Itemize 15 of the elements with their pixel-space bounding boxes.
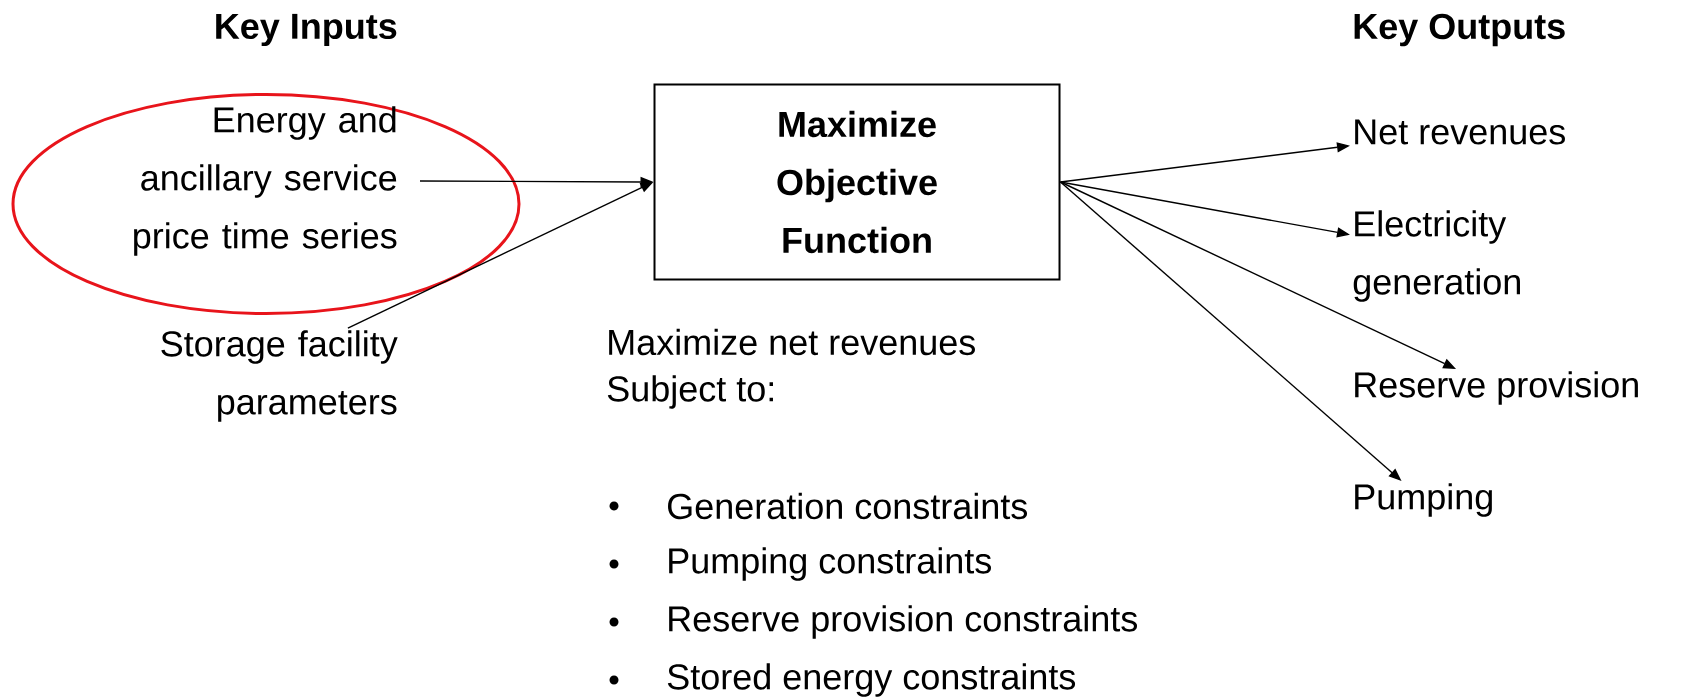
input-text: Storage facility parameters: [161, 330, 398, 422]
output-text: Electricity generation: [1353, 210, 1520, 302]
list-item: Stored energy constraints: [667, 663, 1076, 697]
output-text: Reserve provision: [1355, 371, 1638, 405]
constraint-heading: Subject to:: [607, 375, 773, 409]
output-text: Pumping: [1355, 483, 1492, 517]
output-text: Net revenues: [1355, 119, 1565, 145]
process-box: Maximize Objective Function: [653, 83, 1061, 281]
list-item: Generation constraints: [668, 492, 1028, 520]
list-item: Pumping constraints: [669, 547, 991, 581]
objective-text: Maximize net revenues: [609, 328, 975, 356]
price-series-text: Energy and ancillary service price time series: [134, 106, 397, 256]
heading: Key Outputs: [1354, 13, 1565, 47]
heading: Key Inputs: [216, 13, 397, 47]
list-item: Reserve provision constraints: [669, 605, 1137, 639]
